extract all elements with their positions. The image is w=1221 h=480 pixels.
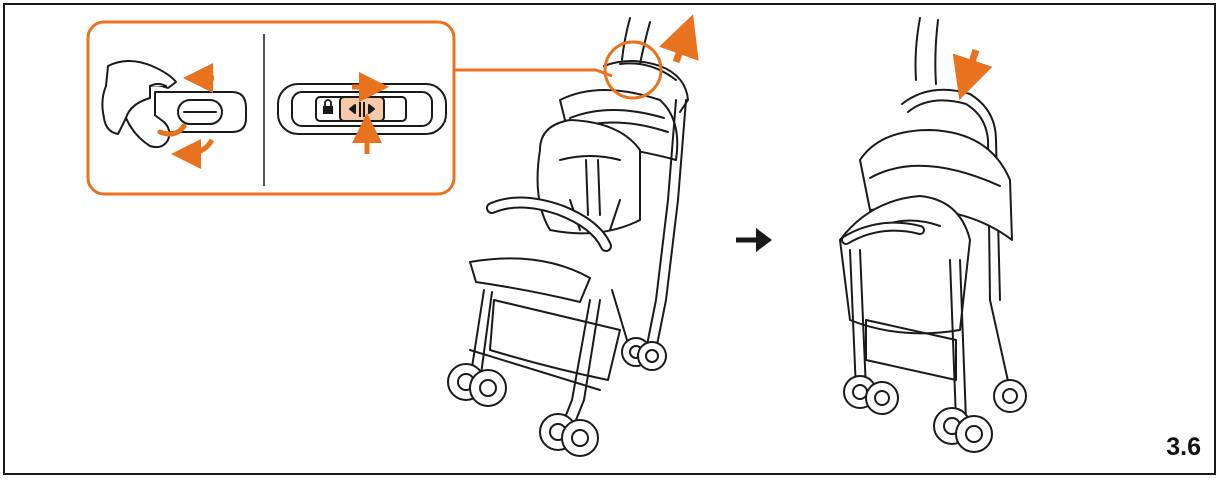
slide-release-button-icon — [277, 83, 447, 135]
lift-arrow — [659, 14, 699, 64]
stroller-folding — [839, 17, 1027, 453]
page-number: 3.6 — [1166, 433, 1201, 461]
lock-icon — [323, 99, 333, 114]
pull-trigger-arrows — [171, 63, 215, 169]
slide-arrows — [352, 72, 389, 154]
right-arrow-icon — [736, 228, 772, 252]
hand-squeeze-icon — [101, 60, 247, 149]
handle-highlight-circle — [603, 40, 663, 100]
push-down-arrow — [952, 48, 993, 100]
page-frame — [3, 3, 1216, 475]
stroller-unfolded — [447, 17, 689, 457]
